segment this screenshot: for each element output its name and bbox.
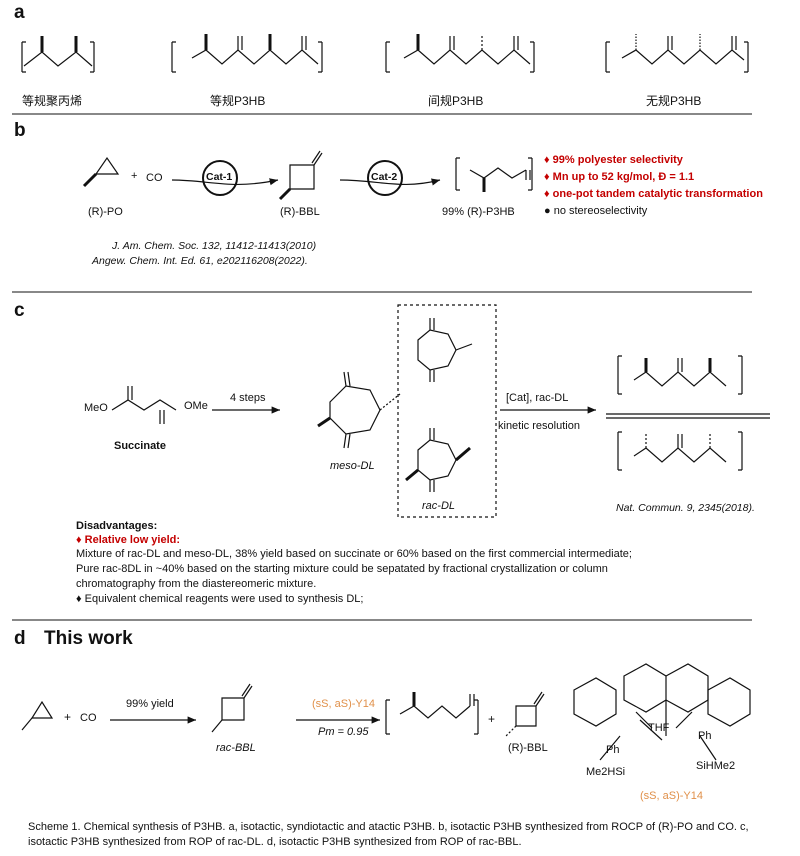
section-letter-c: c — [14, 300, 25, 321]
rac-bbl-label: rac-BBL — [216, 742, 256, 754]
disadvantage-equivalent: ♦ Equivalent chemical reagents were used… — [76, 593, 364, 605]
disadvantage-low-yield: ♦ Relative low yield: — [76, 534, 181, 546]
disadvantage-mixture: Mixture of rac-DL and meso-DL, 38% yield… — [76, 548, 632, 560]
sihme2-label: SiHMe2 — [696, 760, 736, 772]
rac-dl-box — [397, 304, 497, 518]
label-atactic-p3hb: 无规P3HB — [646, 94, 702, 108]
catalyst-1-label: Cat-1 — [206, 171, 233, 183]
syndiotactic-p3hb-structure — [385, 34, 535, 73]
yield-label: 99% yield — [126, 698, 174, 710]
r-p3hb-structure-d — [385, 692, 479, 735]
succinate-structure — [111, 386, 177, 424]
rac-dl-structure-top — [417, 318, 473, 382]
label-syndiotactic-p3hb: 间规P3HB — [428, 94, 484, 108]
isotactic-p3hb-structure — [171, 34, 323, 73]
r-bbl-structure-d — [505, 691, 545, 737]
label-isotactic-p3hb: 等规P3HB — [210, 94, 266, 108]
plus-sign-d2: + — [488, 712, 496, 726]
ome-group-label: OMe — [184, 400, 208, 412]
disadvantage-pure-rac: Pure rac-8DL in ~40% based on the starti… — [76, 563, 608, 575]
label-r-p3hb: 99% (R)-P3HB — [442, 206, 515, 218]
scheme-caption: Scheme 1. Chemical synthesis of P3HB. a,… — [28, 821, 749, 848]
reference-nat-commun: Nat. Commun. 9, 2345(2018). — [616, 502, 755, 514]
rac-dl-structure-bottom — [405, 428, 471, 492]
meso-dl-structure — [317, 371, 401, 449]
rac-dl-label: rac-DL — [422, 500, 456, 512]
ph-label-right: Ph — [698, 730, 712, 742]
propylene-oxide-d — [21, 700, 54, 731]
arrow-cat2 — [339, 178, 441, 186]
r-po-epoxide — [82, 156, 120, 188]
four-steps-label: 4 steps — [230, 392, 266, 404]
thf-label: THF — [648, 722, 670, 734]
disadvantage-chromatography: chromatography from the diastereomeric m… — [76, 578, 317, 590]
pm-label: Pm = 0.95 — [318, 726, 369, 738]
section-letter-a: a — [14, 2, 25, 23]
bullet-mn: ♦ Mn up to 52 kg/mol, Đ = 1.1 — [544, 171, 695, 183]
reference-angew: Angew. Chem. Int. Ed. 61, e202116208(202… — [92, 255, 308, 267]
arrow-cat1 — [171, 178, 279, 186]
isotactic-polypropylene-structure — [21, 36, 95, 73]
r-bbl-lactone — [278, 150, 323, 201]
disadvantages-title: Disadvantages: — [76, 520, 158, 532]
plus-sign-d: + — [64, 710, 72, 724]
section-letter-b: b — [14, 120, 26, 141]
reagent-co-d: CO — [80, 712, 97, 724]
section-d-title: This work — [44, 628, 133, 649]
succinate-label: Succinate — [114, 440, 166, 452]
meo-group-label: MeO — [84, 402, 108, 414]
reagent-co-b: CO — [146, 172, 163, 184]
rac-bbl-structure — [211, 683, 253, 733]
label-r-bbl: (R)-BBL — [280, 206, 320, 218]
me2hsi-label: Me2HSi — [586, 766, 626, 778]
r-bbl-label-d: (R)-BBL — [508, 742, 548, 754]
bullet-one-pot: ♦ one-pot tandem catalytic transformatio… — [544, 188, 763, 200]
meso-dl-label: meso-DL — [330, 460, 375, 472]
reference-jacs: J. Am. Chem. Soc. 132, 11412-11413(2010) — [112, 240, 317, 252]
conditions-line-2: kinetic resolution — [498, 420, 580, 432]
s-s-p3hb-structure-c — [617, 431, 743, 471]
label-r-po: (R)-PO — [88, 206, 123, 218]
atactic-p3hb-structure — [605, 34, 749, 73]
section-letter-d: d — [14, 628, 26, 649]
catalyst-2-label: Cat-2 — [371, 171, 398, 183]
r-r-p3hb-structure-c — [617, 355, 743, 395]
label-isotactic-polypropylene: 等规聚丙烯 — [22, 94, 83, 108]
catalyst-y14-arrow-label: (sS, aS)-Y14 — [312, 698, 375, 710]
catalyst-y14-label: (sS, aS)-Y14 — [640, 790, 703, 802]
conditions-line-1: [Cat], rac-DL — [506, 392, 569, 404]
r-p3hb-structure-b — [455, 157, 533, 192]
bullet-no-stereoselectivity: ● no stereoselectivity — [544, 205, 648, 217]
bullet-selectivity: ♦ 99% polyester selectivity — [544, 154, 683, 166]
plus-sign-b: + — [131, 170, 138, 182]
ph-label-left: Ph — [606, 744, 620, 756]
y14-catalyst-structure — [573, 663, 751, 761]
separator-double-line — [606, 413, 770, 419]
